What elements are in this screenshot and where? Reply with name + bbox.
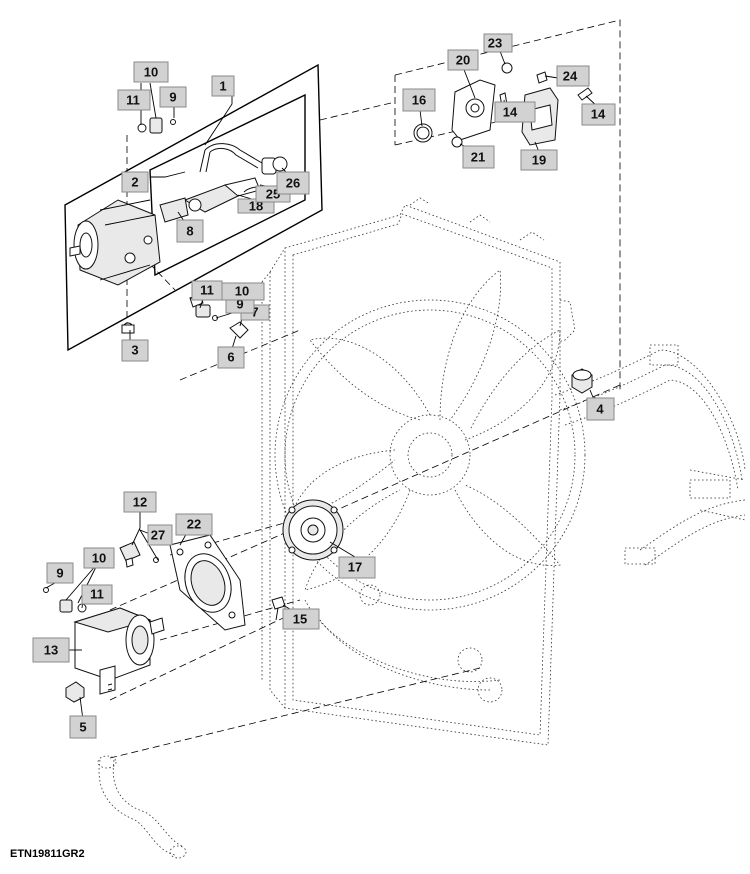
svg-text:9: 9 xyxy=(56,566,63,581)
svg-text:23: 23 xyxy=(488,36,502,51)
svg-text:3: 3 xyxy=(131,343,138,358)
callout-22: 22 xyxy=(175,513,213,536)
adapter-plate xyxy=(169,534,246,631)
callout-labels: 1 2 3 4 5 6 7 8 9 9 9 10 10 10 11 11 11 … xyxy=(32,33,616,739)
svg-text:1: 1 xyxy=(219,79,226,94)
fan-blades xyxy=(274,269,586,611)
valve-block-with-tube xyxy=(159,143,288,223)
svg-text:21: 21 xyxy=(471,150,485,165)
svg-text:13: 13 xyxy=(44,643,58,658)
callout-2: 2 xyxy=(121,171,149,193)
callout-24: 24 xyxy=(556,65,590,87)
hydraulic-motor-lower xyxy=(73,607,165,695)
callout-4: 4 xyxy=(586,397,615,421)
svg-text:5: 5 xyxy=(79,720,86,735)
svg-text:12: 12 xyxy=(133,495,147,510)
svg-text:10: 10 xyxy=(144,65,158,80)
svg-text:11: 11 xyxy=(126,93,140,108)
callout-3: 3 xyxy=(121,339,149,362)
svg-text:22: 22 xyxy=(187,517,201,532)
callout-5: 5 xyxy=(69,715,97,739)
callout-9-lower: 9 xyxy=(46,562,74,584)
svg-text:4: 4 xyxy=(596,402,604,417)
callout-10-lower: 10 xyxy=(83,547,115,569)
svg-text:11: 11 xyxy=(200,283,214,298)
svg-text:6: 6 xyxy=(227,350,234,365)
callout-11-upper: 11 xyxy=(117,89,151,111)
callout-12: 12 xyxy=(123,491,157,513)
callout-6: 6 xyxy=(217,346,245,369)
nut xyxy=(571,368,593,394)
callout-10-middle: 10 xyxy=(213,282,265,301)
svg-text:14: 14 xyxy=(591,107,606,122)
fan-shroud-frame xyxy=(261,197,576,746)
callout-26: 26 xyxy=(276,171,310,195)
callout-21: 21 xyxy=(462,145,495,169)
callout-15: 15 xyxy=(282,608,320,630)
svg-text:7: 7 xyxy=(251,305,258,320)
svg-text:24: 24 xyxy=(563,69,578,84)
svg-text:10: 10 xyxy=(235,284,249,299)
svg-text:20: 20 xyxy=(456,53,470,68)
svg-text:8: 8 xyxy=(186,224,193,239)
callout-1: 1 xyxy=(211,75,235,97)
svg-text:9: 9 xyxy=(236,297,243,312)
hydraulic-pump-upper xyxy=(69,199,161,286)
callout-20: 20 xyxy=(447,49,479,71)
fan-shroud-lower xyxy=(304,584,503,703)
svg-text:15: 15 xyxy=(293,612,307,627)
svg-text:9: 9 xyxy=(169,90,176,105)
svg-text:10: 10 xyxy=(92,551,106,566)
callout-23: 23 xyxy=(483,33,513,53)
svg-text:2: 2 xyxy=(131,175,138,190)
callout-14-right: 14 xyxy=(581,103,616,126)
callout-8: 8 xyxy=(176,219,204,243)
callout-17: 17 xyxy=(338,556,376,579)
callout-11-middle: 11 xyxy=(191,280,223,301)
svg-text:26: 26 xyxy=(286,176,300,191)
fan-drive-hub xyxy=(282,499,344,561)
callout-9-upper: 9 xyxy=(159,86,187,108)
callout-13: 13 xyxy=(32,637,70,663)
lower-return-hose xyxy=(97,755,187,859)
svg-text:17: 17 xyxy=(348,560,362,575)
svg-text:11: 11 xyxy=(90,587,104,602)
callout-16: 16 xyxy=(402,88,436,112)
callout-19: 19 xyxy=(520,149,558,171)
callout-11-lower: 11 xyxy=(81,584,113,605)
svg-text:19: 19 xyxy=(532,153,546,168)
figure-id-label: ETN19811GR2 xyxy=(10,848,85,860)
fittings-lower xyxy=(43,541,286,703)
callout-14-left: 14 xyxy=(494,101,536,123)
callout-27: 27 xyxy=(147,524,173,546)
svg-text:14: 14 xyxy=(503,105,518,120)
svg-text:16: 16 xyxy=(412,93,426,108)
svg-text:27: 27 xyxy=(151,528,165,543)
callout-10-upper: 10 xyxy=(133,61,169,83)
